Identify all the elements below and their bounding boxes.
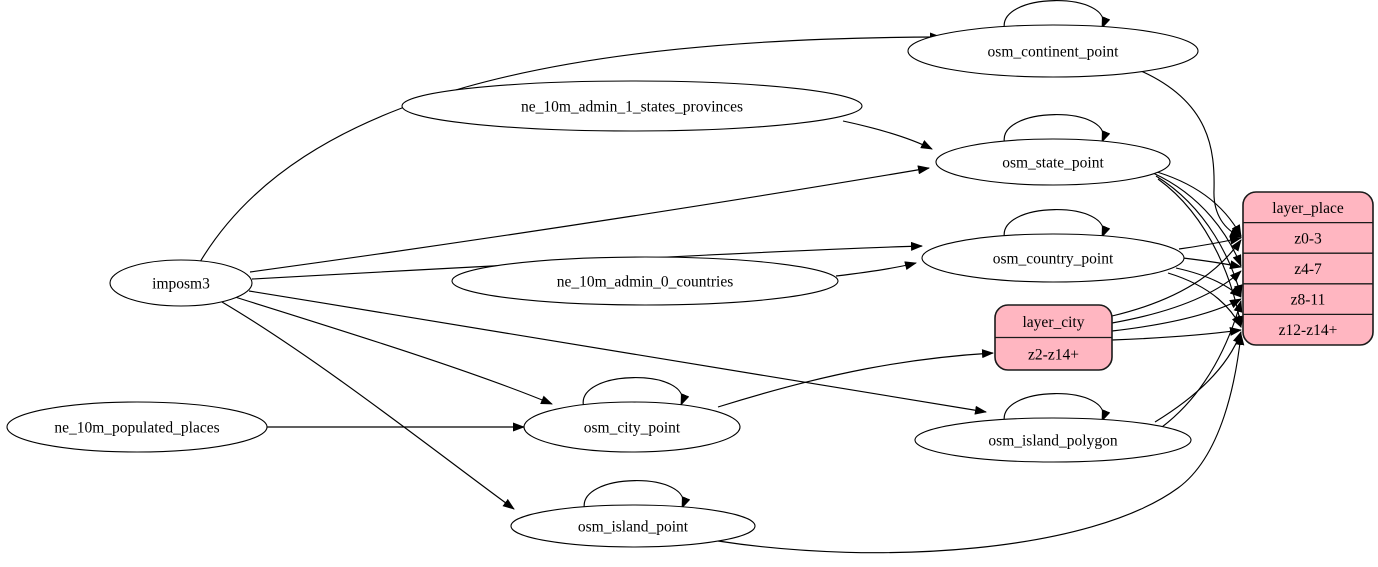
edge-imposm3-to-osm_state_point xyxy=(249,165,930,273)
edge-osm_city_point-to-layer_city-z2-z14+ xyxy=(717,349,994,408)
node-label-osm_continent_point: osm_continent_point xyxy=(988,44,1120,61)
edge-osm_island_point-self-loop xyxy=(583,480,691,512)
edge-imposm3-to-osm_island_point xyxy=(221,301,515,510)
node-label-osm_island_polygon: osm_island_polygon xyxy=(988,433,1117,450)
edge-osm_state_point-to-layer_place-z8-11 xyxy=(1155,175,1243,297)
node-osm_island_point: osm_island_point xyxy=(510,504,756,548)
node-label-imposm3: imposm3 xyxy=(152,276,210,293)
record-shape-layer_place xyxy=(1242,191,1374,346)
node-ne_10m_admin_0_countries: ne_10m_admin_0_countries xyxy=(451,256,839,306)
node-label-osm_state_point: osm_state_point xyxy=(1002,155,1104,172)
edge-osm_country_point-to-layer_place-z4-7 xyxy=(1182,257,1242,270)
node-shape-osm_island_polygon xyxy=(914,417,1192,463)
node-osm_country_point: osm_country_point xyxy=(921,233,1185,283)
edge-layer_city-to-layer_place-z0-3 xyxy=(1111,239,1242,317)
node-shape-osm_state_point xyxy=(935,138,1171,186)
node-ne_10m_admin_1_states_provinces: ne_10m_admin_1_states_provinces xyxy=(401,80,863,132)
node-label-ne_10m_admin_1_states_provinces: ne_10m_admin_1_states_provinces xyxy=(521,99,743,116)
record-header-layer_place: layer_place xyxy=(1272,200,1344,217)
record-row-layer_place-z8-11: z8-11 xyxy=(1291,292,1326,309)
record-row-layer_place-z0-3: z0-3 xyxy=(1294,230,1322,247)
record-row-layer_city-z2-z14+: z2-z14+ xyxy=(1028,346,1079,363)
edge-layer_city-to-layer_place-z8-11 xyxy=(1111,298,1242,332)
node-osm_island_polygon: osm_island_polygon xyxy=(914,417,1192,463)
node-label-ne_10m_populated_places: ne_10m_populated_places xyxy=(54,420,219,437)
record-row-layer_place-z12-z14+: z12-z14+ xyxy=(1279,322,1338,339)
node-ne_10m_populated_places: ne_10m_populated_places xyxy=(6,401,268,453)
node-label-osm_city_point: osm_city_point xyxy=(584,420,681,437)
edge-osm_country_point-self-loop xyxy=(1003,209,1111,241)
node-label-osm_country_point: osm_country_point xyxy=(993,251,1114,268)
edge-layer_city-to-layer_place-z12-z14+ xyxy=(1111,326,1242,341)
edge-osm_country_point-to-layer_place-z12-z14+ xyxy=(1167,272,1242,328)
edge-osm_island_point-to-layer_place-z12-z14+ xyxy=(717,333,1245,554)
node-osm_state_point: osm_state_point xyxy=(935,138,1171,186)
node-shape-imposm3 xyxy=(109,259,253,307)
node-shape-osm_country_point xyxy=(921,233,1185,283)
node-osm_city_point: osm_city_point xyxy=(523,401,741,453)
record-layer_place: layer_place z0-3 z4-7 z8-11 z12-z14+ xyxy=(1242,191,1374,346)
edge-imposm3-to-osm_island_polygon xyxy=(248,290,987,415)
record-row-layer_place-z4-7: z4-7 xyxy=(1294,261,1322,278)
node-shape-ne_10m_populated_places xyxy=(6,401,268,453)
edge-osm_country_point-to-layer_place-z8-11 xyxy=(1175,267,1242,298)
node-label-osm_island_point: osm_island_point xyxy=(578,519,689,536)
node-shape-ne_10m_admin_1_states_provinces xyxy=(401,80,863,132)
node-imposm3: imposm3 xyxy=(109,259,253,307)
edge-osm_island_polygon-to-layer_place-z8-11 xyxy=(1161,300,1243,428)
node-label-ne_10m_admin_0_countries: ne_10m_admin_0_countries xyxy=(557,274,734,291)
edges-layer xyxy=(199,0,1245,554)
record-layer_city: layer_city z2-z14+ xyxy=(994,304,1113,371)
edge-imposm3-to-osm_city_point xyxy=(234,296,553,405)
edge-ne_10m_admin_0_countries-to-osm_country_point xyxy=(835,261,917,277)
edge-imposm3-to-osm_continent_point xyxy=(199,32,942,263)
edge-osm_continent_point-self-loop xyxy=(1003,0,1111,32)
nodes-layer: imposm3 ne_10m_admin_1_states_provincesne… xyxy=(6,24,1374,548)
edge-osm_state_point-to-layer_place-z0-3 xyxy=(1149,169,1242,237)
node-osm_continent_point: osm_continent_point xyxy=(907,24,1199,78)
edge-osm_city_point-self-loop xyxy=(582,377,690,409)
edge-osm_island_polygon-to-layer_place-z12-z14+ xyxy=(1154,331,1242,423)
edge-osm_country_point-to-layer_place-z0-3 xyxy=(1178,235,1242,250)
node-shape-ne_10m_admin_0_countries xyxy=(451,256,839,306)
edge-layer_city-to-layer_place-z4-7 xyxy=(1111,270,1242,324)
record-header-layer_city: layer_city xyxy=(1023,314,1085,331)
edge-osm_continent_point-to-layer_place-z0-3 xyxy=(1140,70,1242,238)
edge-ne_10m_admin_1_states_provinces-to-osm_state_point xyxy=(842,120,933,150)
node-shape-osm_city_point xyxy=(523,401,741,453)
edge-osm_state_point-to-layer_place-z4-7 xyxy=(1152,172,1242,267)
edge-osm_state_point-self-loop xyxy=(1003,114,1111,146)
edge-osm_island_polygon-self-loop xyxy=(1003,393,1111,425)
node-shape-osm_continent_point xyxy=(907,24,1199,78)
node-shape-osm_island_point xyxy=(510,504,756,548)
